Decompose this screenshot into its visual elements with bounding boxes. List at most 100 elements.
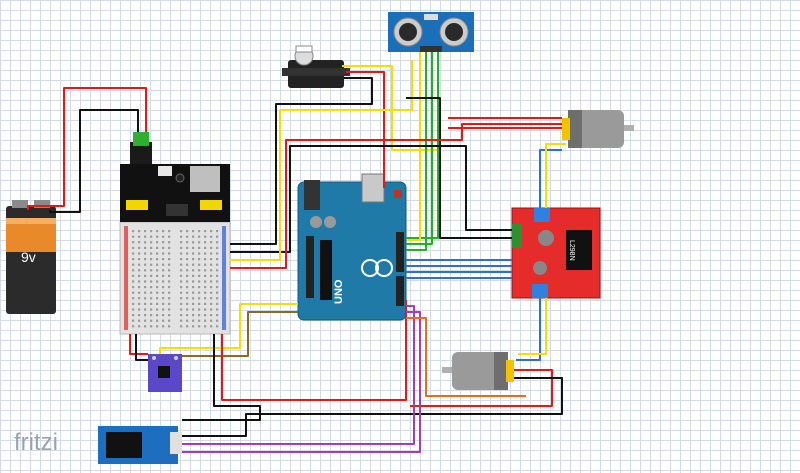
breadboard-hole	[192, 235, 195, 238]
breadboard-hole	[180, 302, 183, 305]
breadboard-hole	[192, 314, 195, 317]
dc-motor-icon[interactable]	[442, 352, 514, 390]
breadboard-hole	[198, 297, 201, 300]
breadboard-hole	[210, 274, 213, 277]
breadboard-hole	[210, 319, 213, 322]
breadboard-hole	[180, 252, 183, 255]
breadboard-hole	[210, 297, 213, 300]
fritzing-watermark: fritzi	[14, 429, 58, 456]
breadboard-hole	[198, 263, 201, 266]
breadboard-hole	[168, 325, 171, 328]
arduino-board-icon[interactable]: UNO	[297, 173, 407, 321]
breadboard-hole	[198, 308, 201, 311]
breadboard-hole	[138, 302, 141, 305]
breadboard-hole	[156, 325, 159, 328]
breadboard-hole	[210, 314, 213, 317]
battery-icon[interactable]: 9v	[6, 200, 56, 314]
breadboard-hole	[162, 230, 165, 233]
breadboard-hole	[204, 280, 207, 283]
breadboard-hole	[156, 280, 159, 283]
breadboard-hole	[192, 230, 195, 233]
breadboard-hole	[198, 269, 201, 272]
breadboard-hole	[144, 246, 147, 249]
motor-driver-board[interactable]: L298N	[511, 207, 601, 299]
breadboard-hole	[180, 297, 183, 300]
breadboard-hole	[180, 319, 183, 322]
breadboard-hole	[204, 297, 207, 300]
breadboard-hole	[216, 269, 219, 272]
breadboard-hole	[138, 297, 141, 300]
breadboard-hole	[192, 297, 195, 300]
breadboard-hole	[192, 291, 195, 294]
breadboard-hole	[138, 274, 141, 277]
dc-motor-icon[interactable]	[562, 110, 634, 148]
breadboard-hole	[150, 308, 153, 311]
breadboard-hole	[168, 308, 171, 311]
breadboard-hole	[180, 314, 183, 317]
breadboard-hole	[216, 274, 219, 277]
breadboard-hole	[150, 274, 153, 277]
wiring	[27, 52, 566, 453]
gyro-module-icon[interactable]	[148, 354, 182, 392]
breadboard-hole	[150, 319, 153, 322]
breadboard-hole	[162, 291, 165, 294]
breadboard-hole	[186, 280, 189, 283]
breadboard-hole	[186, 246, 189, 249]
breadboard-hole	[168, 286, 171, 289]
breadboard-hole	[216, 291, 219, 294]
breadboard-hole	[180, 258, 183, 261]
breadboard-hole	[186, 252, 189, 255]
breadboard-hole	[156, 297, 159, 300]
breadboard-hole	[150, 325, 153, 328]
breadboard-hole	[204, 308, 207, 311]
breadboard-hole	[192, 274, 195, 277]
breadboard-hole	[150, 291, 153, 294]
breadboard-hole	[162, 280, 165, 283]
breadboard-hole	[162, 258, 165, 261]
breadboard-hole	[180, 263, 183, 266]
breadboard-hole	[168, 241, 171, 244]
breadboard-hole	[216, 302, 219, 305]
breadboard-hole	[162, 314, 165, 317]
bluetooth-module-icon[interactable]	[98, 426, 182, 464]
breadboard-hole	[198, 235, 201, 238]
breadboard-hole	[132, 286, 135, 289]
breadboard-hole	[144, 241, 147, 244]
breadboard-hole	[138, 286, 141, 289]
breadboard-hole	[138, 263, 141, 266]
breadboard-hole	[204, 263, 207, 266]
breadboard-hole	[198, 291, 201, 294]
breadboard-hole	[204, 319, 207, 322]
breadboard[interactable]	[119, 221, 231, 335]
breadboard-hole	[150, 246, 153, 249]
ultrasonic-sensor-icon[interactable]	[388, 12, 474, 52]
breadboard-hole	[186, 230, 189, 233]
breadboard-hole	[216, 308, 219, 311]
breadboard-hole	[132, 302, 135, 305]
breadboard-hole	[168, 291, 171, 294]
breadboard-hole	[132, 314, 135, 317]
breadboard-hole	[150, 286, 153, 289]
arduino-model-label: UNO	[333, 279, 345, 304]
breadboard-hole	[156, 246, 159, 249]
breadboard-hole	[138, 235, 141, 238]
power-supply-module[interactable]	[120, 132, 230, 222]
breadboard-hole	[132, 263, 135, 266]
servo-icon[interactable]	[282, 45, 350, 88]
breadboard-hole	[150, 314, 153, 317]
breadboard-hole	[210, 291, 213, 294]
breadboard-hole	[138, 280, 141, 283]
breadboard-hole	[186, 286, 189, 289]
breadboard-hole	[144, 314, 147, 317]
breadboard-hole	[132, 308, 135, 311]
breadboard-hole	[162, 274, 165, 277]
breadboard-hole	[216, 252, 219, 255]
breadboard-hole	[144, 235, 147, 238]
breadboard-hole	[204, 286, 207, 289]
breadboard-hole	[216, 235, 219, 238]
breadboard-hole	[156, 252, 159, 255]
breadboard-hole	[180, 286, 183, 289]
breadboard-hole	[192, 308, 195, 311]
breadboard-hole	[186, 269, 189, 272]
